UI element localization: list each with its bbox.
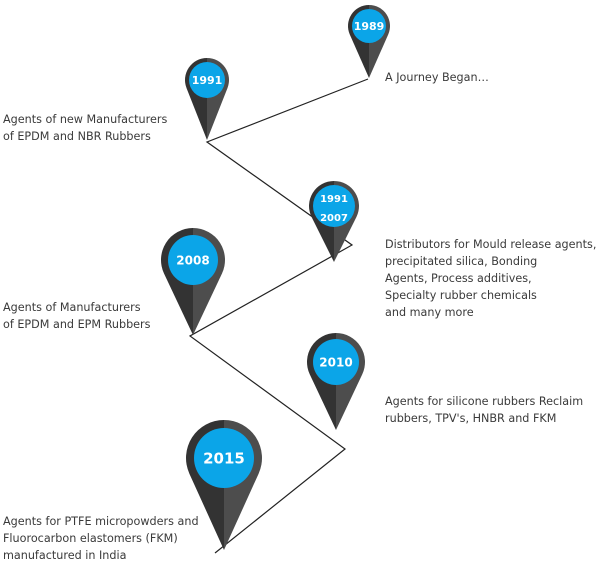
year-badge [313,339,359,385]
year-badge [194,428,254,488]
map-pin-1989: 1989 [348,5,391,78]
year-label: 1991 [320,194,348,205]
year-badge [313,185,355,227]
year-label: 2008 [176,253,209,267]
year-label: 1991 [192,74,223,87]
milestone-2008-text: Agents of Manufacturers of EPDM and EPM … [3,301,151,331]
year-label: 1989 [354,20,385,33]
year-label: 2015 [203,449,245,467]
map-pin-2010: 2010 [307,333,365,430]
milestone-1991-text: Agents of new Manufacturers of EPDM and … [3,113,168,143]
map-pin-2015: 2015 [186,420,262,550]
map-pin-1991: 1991 [185,58,230,140]
timeline-path [188,78,369,554]
milestone-2015-text: Agents for PTFE micropowders and Fluoroc… [3,515,199,562]
year-badge [189,62,225,98]
milestone-1991-2007-text: Distributors for Mould release agents, p… [385,238,597,319]
milestone-2010-text: Agents for silicone rubbers Reclaim rubb… [385,395,584,425]
year-label: 2010 [319,355,352,369]
map-pin-1991-2007: 1991 2007 [309,181,359,262]
year-label: 2007 [320,213,348,224]
year-badge [352,9,386,43]
map-pin-2008: 2008 [161,228,225,335]
milestone-1989-text: A Journey Began… [385,71,489,84]
year-badge [168,235,218,285]
